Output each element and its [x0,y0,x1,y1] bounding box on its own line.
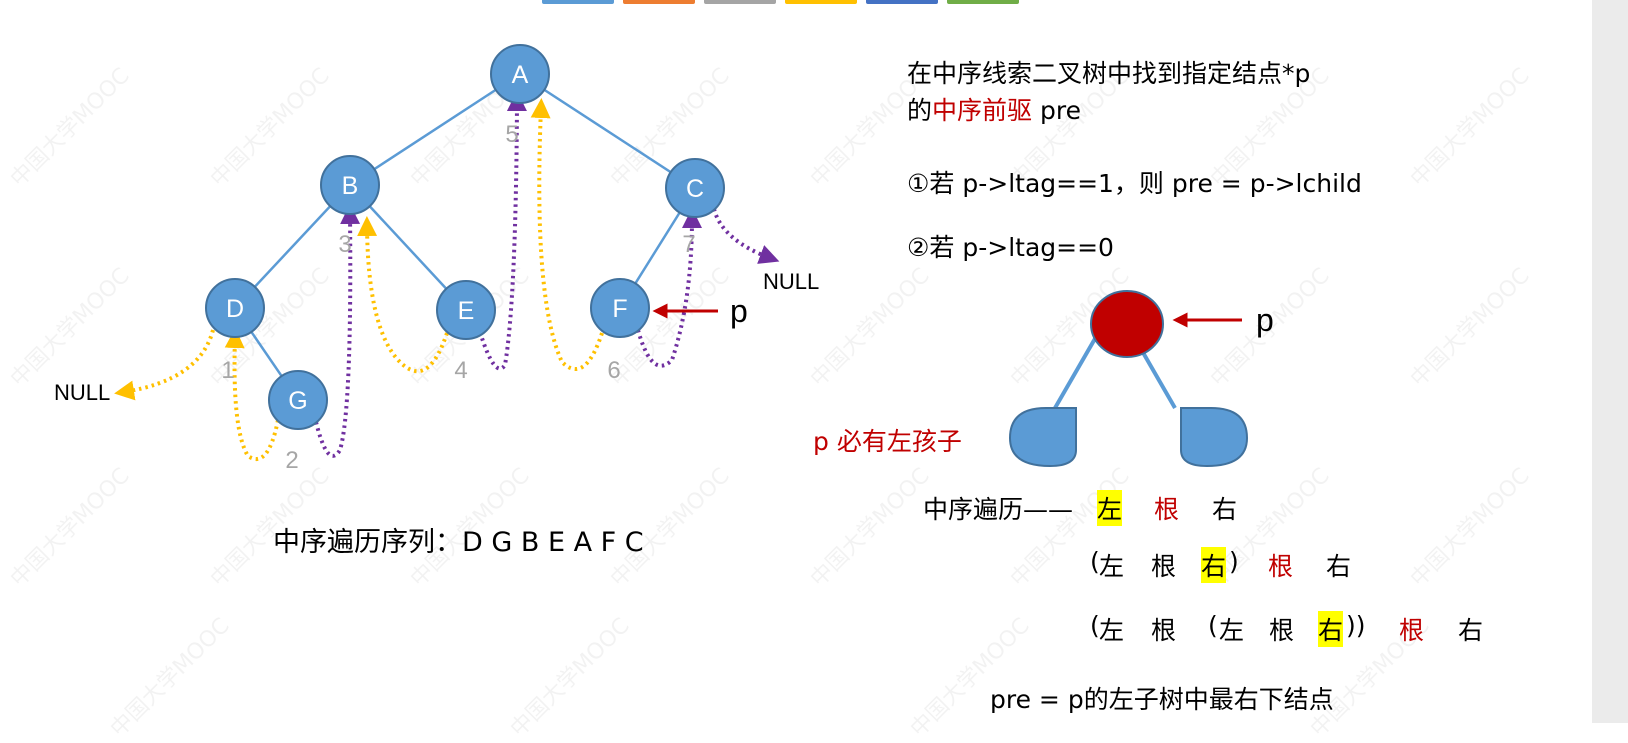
thread-d-null [114,329,215,401]
node-d: D [205,278,265,338]
thread-f-a [530,98,604,371]
row-1-left: 左 [1097,490,1123,526]
order-number: 6 [607,357,620,384]
order-number: 7 [682,231,695,258]
node-label: E [458,297,475,325]
must-have-left-child: p 必有左孩子 [813,427,962,456]
node-label: B [342,172,359,200]
edge-a-c [519,72,696,190]
row-2-close: ) [1229,547,1239,576]
left-subtree-shape [1008,407,1077,468]
title-line-1: 在中序线索二叉树中找到指定结点*p [907,59,1311,88]
row-2-left: 左 [1099,552,1125,581]
row-3-root3: 根 [1399,616,1425,645]
pointer-label: p [730,293,748,329]
tab-color-3 [704,0,776,4]
tab-color-4 [785,0,857,4]
order-number: 5 [505,121,518,148]
row-3-root2: 根 [1269,616,1295,645]
node-c: C [665,158,725,218]
pointer-label: p [1256,302,1274,338]
node-label: D [226,295,244,323]
node-b: B [320,155,380,215]
row-3-open2: ( [1208,611,1218,640]
tab-color-2 [623,0,695,4]
row-2-right2: 右 [1326,552,1352,581]
row-2-root: 根 [1151,552,1177,581]
node-f: F [590,278,650,338]
rule-2: ②若 p->ltag==0 [907,233,1114,262]
order-number: 3 [338,231,351,258]
row-3-right2: 右 [1318,611,1344,647]
slide: 中国大学MOOC 中国大学MOOC 中国大学MOOC 中国大学MOOC 中国大学… [6,0,1628,742]
right-subtree-shape [1180,407,1249,468]
subtree-diagram: p [1008,290,1274,468]
watermark: 中国大学MOOC [1405,263,1535,393]
tab-color-5 [866,0,938,4]
right-scrollbar-area[interactable] [1592,0,1628,723]
order-number: 2 [285,447,298,474]
row-1-prefix: 中序遍历—— [923,495,1074,524]
thread-f-c [636,208,702,368]
node-label: F [612,295,627,323]
node-label: C [686,175,704,203]
row-3-left2: 左 [1219,616,1245,645]
title-text: 的 [907,96,933,125]
row-2-open: ( [1090,547,1100,576]
row-2-right: 右 [1201,547,1227,583]
thread-c-null [712,208,780,264]
row-3-right3: 右 [1458,616,1484,645]
node-e: E [436,280,496,340]
thread-e-b [357,216,449,374]
title-text: pre [1032,96,1081,125]
edge-a-b [349,72,521,187]
order-number: 1 [221,357,234,384]
node-a: A [490,44,550,104]
row-1-right: 右 [1212,495,1238,524]
node-g: G [268,370,328,430]
title-line-2: 的中序前驱 pre [907,91,1081,127]
thread-g-d [224,328,280,462]
thread-e-a [478,91,527,371]
edge-p-left [1053,329,1102,409]
inorder-caption: 中序遍历序列：D G B E A F C [273,527,644,558]
threaded-tree-diagram: A B C D E F G 1 2 3 4 5 6 [54,44,819,474]
node-label: A [512,61,529,89]
row-3-open: ( [1090,611,1100,640]
title-highlight: 中序前驱 [932,96,1033,125]
tab-color-6 [947,0,1019,4]
rule-1: ①若 p->ltag==1，则 pre = p->lchild [907,169,1362,198]
watermark: 中国大学MOOC [1405,463,1535,593]
node-p [1090,290,1164,358]
node-label: G [288,387,307,415]
null-label-left: NULL [54,380,110,405]
watermark: 中国大学MOOC [1405,63,1535,193]
row-1-root: 根 [1154,495,1180,524]
conclusion: pre = p的左子树中最右下结点 [990,685,1334,714]
row-2-root2: 根 [1268,552,1294,581]
order-number: 4 [454,357,467,384]
row-3-left: 左 [1099,616,1125,645]
tab-color-1 [542,0,614,4]
row-3-root: 根 [1151,616,1177,645]
row-3-close: )) [1346,611,1366,640]
null-label-right: NULL [763,269,819,294]
